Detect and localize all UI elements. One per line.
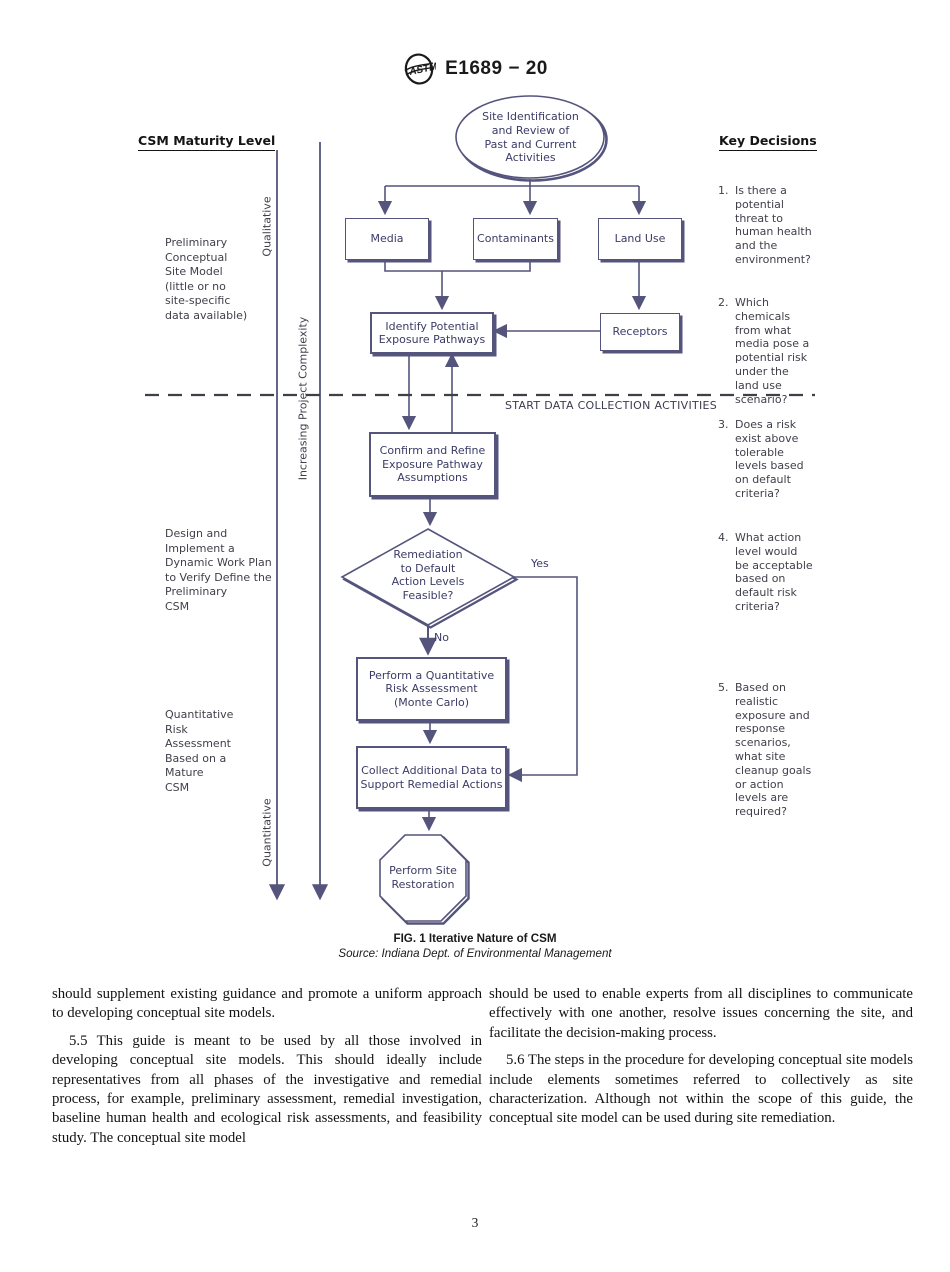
key-decision-4: 4. What action level would be acceptable…: [718, 531, 831, 614]
key-decision-2: 2. Which chemicals from what media pose …: [718, 296, 831, 406]
maturity-item-quantitative-risk: Quantitative Risk Assessment Based on a …: [165, 708, 234, 794]
key-decision-5-number: 5.: [718, 681, 729, 694]
key-decisions-header: Key Decisions: [719, 133, 817, 151]
key-decision-5: 5. Based on realistic exposure and respo…: [718, 681, 831, 819]
key-decision-1-text: Is there a potential threat to human hea…: [735, 184, 812, 266]
page-number: 3: [471, 1215, 479, 1230]
key-decision-3: 3. Does a risk exist above tolerable lev…: [718, 418, 831, 501]
maturity-item-dynamic-workplan: Design and Implement a Dynamic Work Plan…: [165, 527, 272, 613]
node-remediation-decision: Remediation to Default Action Levels Fea…: [391, 548, 465, 602]
edge-label-yes: Yes: [531, 557, 549, 570]
key-decision-2-number: 2.: [718, 296, 729, 309]
node-land-use: Land Use: [598, 218, 682, 260]
figure-source: Source: Indiana Dept. of Environmental M…: [338, 947, 612, 960]
svg-text:ASTM: ASTM: [408, 61, 437, 78]
axis-label-qualitative: Qualitative: [260, 196, 274, 257]
body-column-right: should be used to enable experts from al…: [489, 985, 913, 1129]
paragraph-continuation-right: should be used to enable experts from al…: [489, 986, 913, 1041]
key-decision-4-text: What action level would be acceptable ba…: [735, 531, 813, 613]
key-decision-1: 1. Is there a potential threat to human …: [718, 184, 831, 267]
maturity-item-preliminary: Preliminary Conceptual Site Model (littl…: [165, 236, 248, 322]
body-column-left: should supplement existing guidance and …: [52, 985, 482, 1148]
node-collect-additional-data: Collect Additional Data to Support Remed…: [356, 746, 507, 809]
page-header: ASTM E1689 − 20: [0, 52, 950, 86]
key-decision-3-text: Does a risk exist above tolerable levels…: [735, 418, 804, 500]
node-perform-quantitative-risk-assessment: Perform a Quantitative Risk Assessment (…: [356, 657, 507, 721]
node-contaminants: Contaminants: [473, 218, 558, 260]
doc-code: E1689 − 20: [445, 58, 548, 79]
start-data-collection-label: START DATA COLLECTION ACTIVITIES: [505, 399, 718, 412]
node-site-identification: Site Identification and Review of Past a…: [482, 110, 579, 165]
node-identify-exposure-pathways: Identify Potential Exposure Pathways: [370, 312, 494, 354]
node-confirm-refine-assumptions: Confirm and Refine Exposure Pathway Assu…: [369, 432, 496, 497]
axis-label-quantitative: Quantitative: [260, 798, 274, 867]
figure-caption: FIG. 1 Iterative Nature of CSM: [393, 932, 557, 945]
key-decision-5-text: Based on realistic exposure and response…: [735, 681, 812, 819]
paragraph-continuation: should supplement existing guidance and …: [52, 986, 482, 1022]
key-decision-4-number: 4.: [718, 531, 729, 544]
node-media: Media: [345, 218, 429, 260]
astm-logo-icon: ASTM: [404, 53, 437, 85]
axis-label-increasing-project-complexity: Increasing Project Complexity: [296, 316, 310, 481]
paragraph-5-5: 5.5 This guide is meant to be used by al…: [52, 1032, 482, 1146]
node-receptors: Receptors: [600, 313, 680, 351]
key-decision-2-text: Which chemicals from what media pose a p…: [735, 296, 810, 406]
key-decision-3-number: 3.: [718, 418, 729, 431]
key-decision-1-number: 1.: [718, 184, 729, 197]
paragraph-5-6: 5.6 The steps in the procedure for devel…: [489, 1052, 913, 1127]
node-perform-site-restoration: Perform Site Restoration: [389, 864, 457, 891]
edge-label-no: No: [434, 631, 449, 644]
csm-maturity-header: CSM Maturity Level: [138, 133, 276, 151]
